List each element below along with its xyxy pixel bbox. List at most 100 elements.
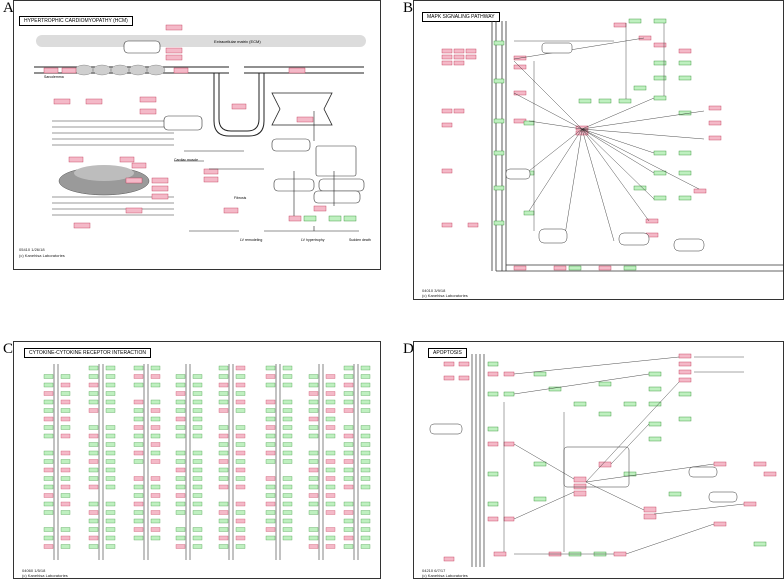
panel-c-receptor-node — [360, 391, 371, 396]
panel-c-receptor-node — [282, 527, 293, 532]
panel-c-ligand-node — [343, 365, 354, 371]
panel-c-ligand-node — [343, 476, 354, 481]
svg-text:Sudden death: Sudden death — [349, 238, 371, 242]
panel-c-ligand-node — [308, 493, 319, 498]
panel-c-receptor-node — [105, 391, 116, 396]
panel-c-footer-line2: (c) Kanehisa Laboratories — [22, 573, 68, 578]
panel-c-ligand-node — [218, 527, 229, 532]
panel-c-receptor-node — [105, 484, 116, 490]
panel-c-receptor-node — [105, 433, 116, 439]
panel-c-ligand-node — [265, 442, 276, 447]
panel-c-ligand-node — [218, 365, 229, 371]
panel-c-receptor-node — [150, 527, 161, 532]
panel-c-ligand-node — [133, 408, 144, 413]
panel-c-receptor-node — [150, 450, 161, 456]
panel-c-ligand-node — [175, 467, 186, 473]
panel-c-receptor-node — [360, 459, 371, 464]
panel-c-ligand-node — [88, 442, 99, 447]
panel-c-ligand-node — [218, 399, 229, 405]
panel-c-receptor-node — [235, 467, 246, 473]
panel-c-ligand-node — [43, 399, 54, 405]
panel-c-ligand-node — [343, 425, 354, 430]
panel-d-footer-line1: 04210 6/7/17 — [422, 568, 446, 573]
panel-c-receptor-node — [282, 459, 293, 464]
panel-c-receptor-node — [282, 382, 293, 388]
panel-c-receptor-node — [360, 374, 371, 379]
panel-c-ligand-node — [43, 391, 54, 396]
panel-c-ligand-node — [218, 391, 229, 396]
panel-c-ligand-node — [88, 467, 99, 473]
panel-c-ligand-node — [88, 518, 99, 524]
panel-c-ligand-node — [343, 442, 354, 447]
panel-c-ligand-node — [308, 374, 319, 379]
panel-c-title: CYTOKINE-CYTOKINE RECEPTOR INTERACTION — [24, 348, 151, 358]
panel-c-ligand-node — [218, 433, 229, 439]
panel-c-ligand-node — [265, 365, 276, 371]
panel-c-ligand-node — [218, 510, 229, 515]
panel-c-receptor-node — [60, 467, 71, 473]
panel-c-ligand-node — [343, 450, 354, 456]
panel-c-receptor-node — [192, 433, 203, 439]
panel-c-receptor-node — [105, 510, 116, 515]
panel-c-ligand-node — [175, 450, 186, 456]
panel-c-receptor-node — [325, 544, 336, 549]
panel-a-footer-line2: (c) Kanehisa Laboratories — [19, 253, 65, 258]
panel-letter-b: B — [403, 0, 414, 16]
panel-c-ligand-node — [175, 510, 186, 515]
panel-c-ligand-node — [43, 493, 54, 498]
panel-c-ligand-node — [133, 416, 144, 422]
panel-c-ligand-node — [218, 442, 229, 447]
panel-c-ligand-node — [175, 535, 186, 541]
panel-c-ligand-node — [308, 408, 319, 413]
svg-text:Cardiac muscle: Cardiac muscle — [174, 158, 198, 162]
panel-c-receptor-node — [325, 425, 336, 430]
panel-c-receptor-node — [105, 374, 116, 379]
panel-c-receptor-node — [150, 425, 161, 430]
panel-c-receptor-node — [282, 450, 293, 456]
panel-c-receptor-node — [325, 484, 336, 490]
panel-c-ligand-node — [133, 459, 144, 464]
panel-c-ligand-node — [343, 408, 354, 413]
panel-c-receptor-node — [150, 408, 161, 413]
panel-c-ligand-node — [175, 433, 186, 439]
panel-c-receptor-node — [60, 408, 71, 413]
panel-c-ligand-node — [308, 467, 319, 473]
panel-c-receptor-node — [150, 442, 161, 447]
ecm-label: Extracellular matrix (ECM) — [214, 39, 261, 44]
panel-c-receptor-node — [105, 450, 116, 456]
panel-c-receptor-node — [360, 382, 371, 388]
panel-c-ligand-node — [133, 518, 144, 524]
panel-c-ligand-node — [175, 382, 186, 388]
panel-c-receptor-node — [235, 365, 246, 371]
panel-c-receptor-node — [150, 365, 161, 371]
panel-c-ligand-node — [343, 535, 354, 541]
panel-c-ligand-node — [308, 399, 319, 405]
panel-c-receptor-node — [235, 382, 246, 388]
panel-a-title: HYPERTROPHIC CARDIOMYOPATHY (HCM) — [19, 16, 133, 26]
panel-letter-a: A — [3, 0, 14, 16]
panel-c-ligand-node — [308, 527, 319, 532]
panel-c-receptor-node — [235, 535, 246, 541]
panel-c-receptor-node — [360, 399, 371, 405]
panel-c-receptor-node — [235, 527, 246, 532]
panel-c-ligand-node — [265, 476, 276, 481]
panel-c-receptor-node — [282, 493, 293, 498]
panel-c-ligand-node — [133, 510, 144, 515]
panel-d-diagram — [429, 353, 777, 567]
panel-c-receptor-node — [60, 535, 71, 541]
panel-c-ligand-node — [43, 501, 54, 507]
panel-c-receptor-node — [282, 416, 293, 422]
panel-c-receptor-node — [192, 510, 203, 515]
panel-c-ligand-node — [43, 425, 54, 430]
panel-c-ligand-node — [265, 374, 276, 379]
panel-c-ligand-node — [265, 433, 276, 439]
panel-c-receptor-node — [192, 450, 203, 456]
panel-c-ligand-node — [343, 527, 354, 532]
panel-c-ligand-node — [88, 391, 99, 396]
panel-c-ligand-node — [218, 408, 229, 413]
panel-c-ligand-node — [343, 484, 354, 490]
svg-text:Sarcolemma: Sarcolemma — [44, 75, 64, 79]
panel-c-ligand-node — [343, 467, 354, 473]
panel-c-receptor-node — [60, 459, 71, 464]
panel-c-ligand-node — [88, 501, 99, 507]
